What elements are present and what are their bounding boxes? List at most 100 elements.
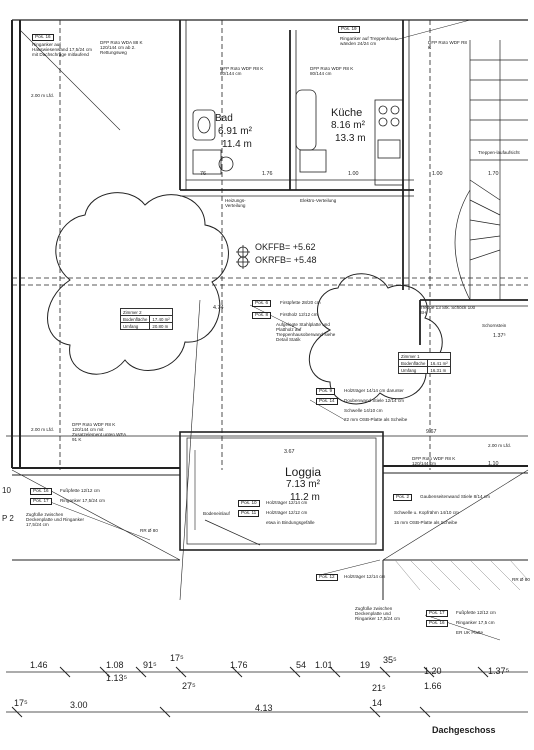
bathroom-fixtures: [192, 89, 327, 175]
zimmer1-row1-label: Bodenfläche: [397, 359, 429, 367]
tag-pos8: Pos. 8: [252, 312, 272, 319]
note-pos16-top: Ringanker auf Hauswiesenwand 17,5/24 cm …: [32, 42, 93, 58]
dim-lfd-2: 2.00 m Lfd.: [31, 427, 54, 432]
dim-row2-1: 3.00: [70, 700, 88, 710]
dim-rr-left: RR Ø 80: [140, 528, 158, 533]
floor-label: Dachgeschoss: [432, 725, 496, 735]
zimmer1-row1-value: 16.41 m²: [427, 359, 451, 367]
zimmer1-title: Zimmer 1: [398, 352, 451, 360]
note-pos11: Holzträger 12/12 cm: [266, 510, 308, 515]
tag-pos12: Pos. 12: [316, 574, 338, 581]
staircase: [454, 40, 528, 301]
dim-row2-2: 4.13: [255, 703, 273, 713]
note-heizung: Heizungs-Verteilung: [225, 198, 246, 209]
note-bodeneinlauf: Bodeneinlauf: [203, 511, 230, 516]
dim-lfd-1: 2.00 m Lfd.: [31, 93, 54, 98]
tag-pos11: Pos. 11: [238, 510, 260, 517]
note-osb-mid: 22 mm OSB-Platte als Scheibe: [344, 417, 408, 422]
tag-pos16-top: Pos. 16: [32, 34, 54, 41]
dim-mid-367: 3.67: [284, 449, 295, 455]
note-pos16-br: Ringanker 17,5 cm: [456, 620, 495, 625]
tag-pos9: Pos. 9: [316, 388, 336, 395]
room1-outline: [308, 273, 443, 405]
note-dfp-3: DFP Roto WDF R8 K 80/144 cm: [310, 66, 354, 77]
tag-pos-gauben: Pos. 2: [393, 494, 413, 501]
room-kueche-area: 8.16 m²: [331, 120, 365, 131]
note-aufgelegt: Aufgelegte Stahlplatte und Plattholz auf…: [276, 322, 336, 343]
tag-pos6: Pos. 6: [252, 300, 272, 307]
tag-pos17-left: Pos. 17: [30, 498, 52, 505]
dim-row1-1: 1.08: [106, 660, 124, 670]
zimmer2-row2-value: 20.80 m: [149, 322, 173, 330]
tag-pos19-top: Pos. 19: [338, 26, 360, 33]
note-pos-gauben: Gaubenseitenwand Stiele 8/14 cm: [420, 494, 490, 499]
zimmer1-row2-label: Umfang: [397, 366, 429, 374]
level-okrfb: OKRFB= +5.48: [255, 255, 317, 265]
dim-row1-3: 17⁵: [170, 653, 184, 663]
dim-rr-right: RR Ø 80: [512, 577, 530, 582]
loggia-structure: [179, 431, 384, 551]
note-pos10: Holzträger 12/14 cm: [266, 500, 308, 505]
dim-row1-sub-3: 1.66: [424, 681, 442, 691]
zimmer2-row1-value: 17.40 m²: [149, 315, 173, 323]
dim-top-5: 1.70: [488, 171, 499, 177]
note-pos17-br: Fußpfette 12/12 cm: [456, 610, 496, 615]
ridge-lines: [12, 20, 528, 470]
level-okffb: OKFFB= +5.62: [255, 242, 316, 252]
dim-row1-8: 35⁵: [383, 655, 397, 665]
note-pos14: Doubenwand Stiele 12/14 cm: [344, 398, 405, 403]
note-ringanker-left: Ringanker 17,5/24 cm: [60, 498, 105, 503]
note-dfp-1: DFP Roto WDA 88 K 120/144 cm ab 2. Rettu…: [100, 40, 143, 56]
dim-top-1: 76: [200, 171, 206, 177]
note-zugfuesse: Zugfüße zwischen Deckenplatte und Ringan…: [26, 512, 84, 528]
note-dfp-tr: DFP Roto WDF R8 K: [428, 40, 467, 51]
dim-row1-6: 1.01: [315, 660, 333, 670]
rafter-lines: [11, 29, 529, 601]
note-pos9: Holzträger 14/14 cm darunter: [344, 388, 404, 393]
dim-mid-474: 4.74: [213, 305, 224, 311]
dim-top-2: 1.76: [262, 171, 273, 177]
tag-pos10: Pos. 10: [238, 500, 260, 507]
note-dfp-right: DFP Roto WDF R8 K 120/144 cm: [412, 456, 456, 467]
note-pos19-top: Ringanker auf Treppenhaus-wänden 24/24 c…: [340, 36, 399, 47]
eaves-hatching: [12, 559, 529, 600]
note-treppen: Treppen-laufaufsicht: [478, 150, 520, 155]
room-bad-area: 6.91 m²: [218, 126, 252, 137]
dim-row1-2: 91⁵: [143, 660, 157, 670]
label-p2: P 2: [2, 514, 14, 523]
dim-row1-10: 1.37⁵: [488, 666, 510, 676]
axis-marker: [236, 245, 250, 269]
exterior-walls: [11, 19, 528, 476]
note-pos12: Holzträger 12/14 cm: [344, 574, 386, 579]
dim-row1-7: 19: [360, 660, 371, 670]
dim-top-4: 1.00: [432, 171, 443, 177]
label-10: 10: [2, 486, 11, 495]
note-dfp-left: DFP Roto WDF R8 K 120/144 cm mit Zusatze…: [72, 422, 126, 443]
dim-row1-0: 1.46: [30, 660, 48, 670]
note-zugfuesse-bottom: Zugfüße zwischen Deckenplatte und Ringan…: [355, 606, 400, 622]
zimmer2-row1-label: Bodenfläche: [119, 315, 151, 323]
leader-lines: [44, 19, 501, 641]
dim-mid-110: 1.10: [488, 461, 499, 467]
note-treppe-stk: Treppe 13 Stk. Schöck 100 SH: [420, 305, 476, 316]
dim-row2-3: 14: [372, 698, 383, 708]
room2-outline: [47, 192, 229, 375]
tag-pos16-br: Pos. 16: [426, 620, 448, 627]
room-loggia-name: Loggia: [285, 465, 322, 479]
tag-pos16-left: Pos. 16: [30, 488, 52, 495]
room-kueche-perimeter: 13.3 m: [335, 133, 366, 144]
room-kueche-name: Küche: [331, 107, 363, 119]
room-loggia-perimeter: 11.2 m: [290, 492, 320, 503]
note-ew-platte: ER UK Platte: [456, 630, 484, 635]
dim-top-3: 1.00: [348, 171, 359, 177]
dim-row1-sub-0: 1.13⁵: [106, 673, 128, 683]
note-dfp-2: DFP Roto WDF R8 K 80/144 cm: [220, 66, 264, 77]
tag-pos14: Pos. 14: [316, 398, 338, 405]
room-loggia-area: 7.13 m²: [286, 479, 320, 490]
note-schornstein: Schornstein: [482, 323, 507, 328]
dim-lfd-3: 2.00 m Lfd.: [488, 443, 511, 448]
note-schwelle-right: Schwelle u. Kopfrähm 14/10 cm: [394, 510, 459, 515]
